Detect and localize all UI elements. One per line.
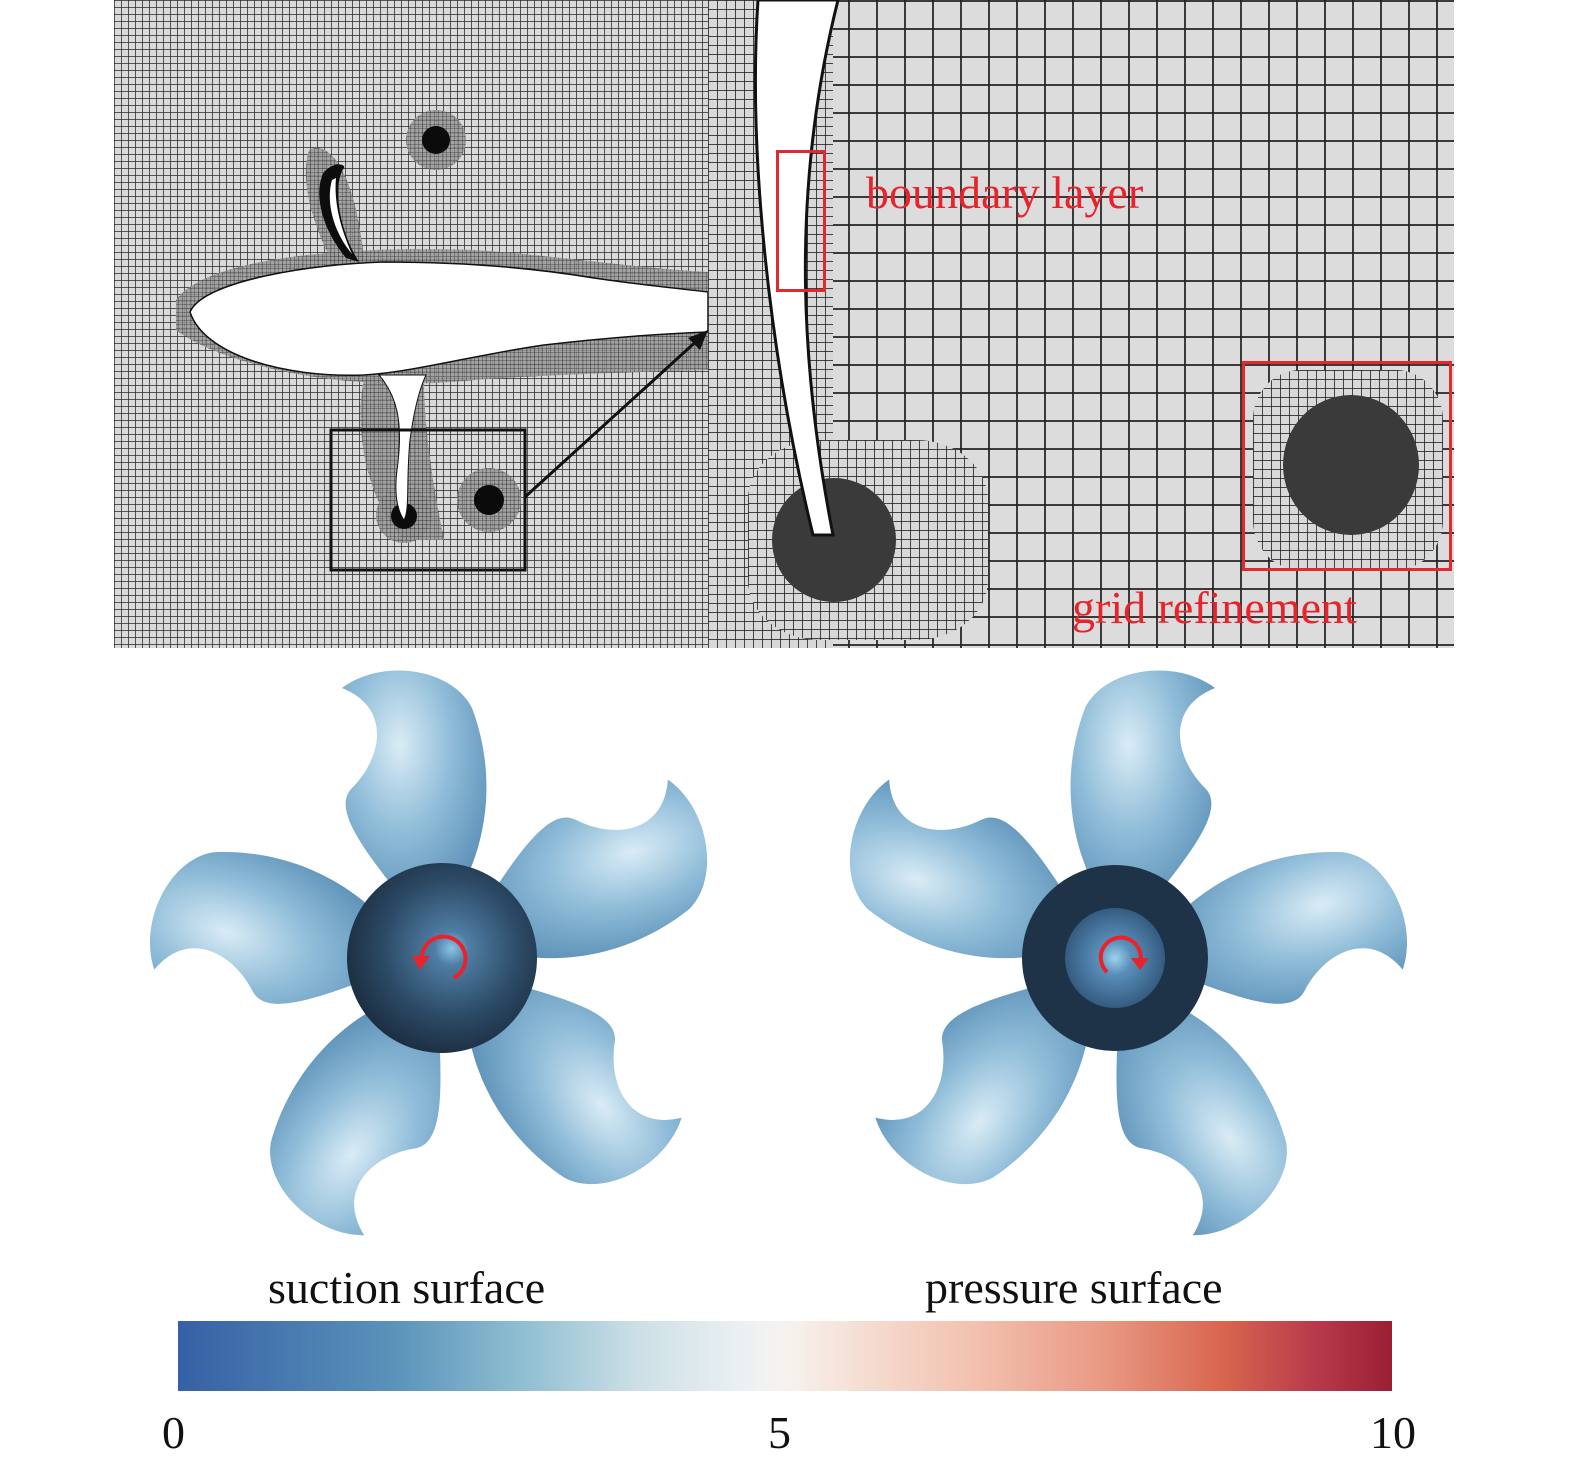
grid-refinement-label: grid refinement — [1072, 582, 1357, 633]
suction-surface-caption: suction surface — [268, 1262, 546, 1313]
pressure-surface-caption: pressure surface — [925, 1262, 1223, 1313]
rotation-cw-icon — [1098, 935, 1143, 974]
mesh-overview-panel — [114, 0, 708, 648]
blade-zoom-drawing — [753, 0, 1419, 602]
boundary-layer-box — [776, 150, 826, 292]
colorbar-max-label: 10 — [1370, 1407, 1416, 1458]
mesh-zoom-panel: boundary layer grid refinement — [708, 0, 1454, 648]
boundary-layer-label: boundary layer — [866, 167, 1144, 218]
propeller-pressure-side — [827, 670, 1420, 1250]
propellers-drawing — [137, 670, 1420, 1250]
propeller-suction-side — [137, 670, 730, 1250]
colorbar-min-label: 0 — [162, 1407, 185, 1458]
hydrofoil-overview-drawing — [176, 110, 708, 572]
colorbar-mid-label: 5 — [768, 1407, 791, 1458]
rotation-ccw-icon — [419, 934, 468, 980]
grid-refinement-box — [1242, 361, 1452, 571]
colorbar — [178, 1321, 1392, 1391]
